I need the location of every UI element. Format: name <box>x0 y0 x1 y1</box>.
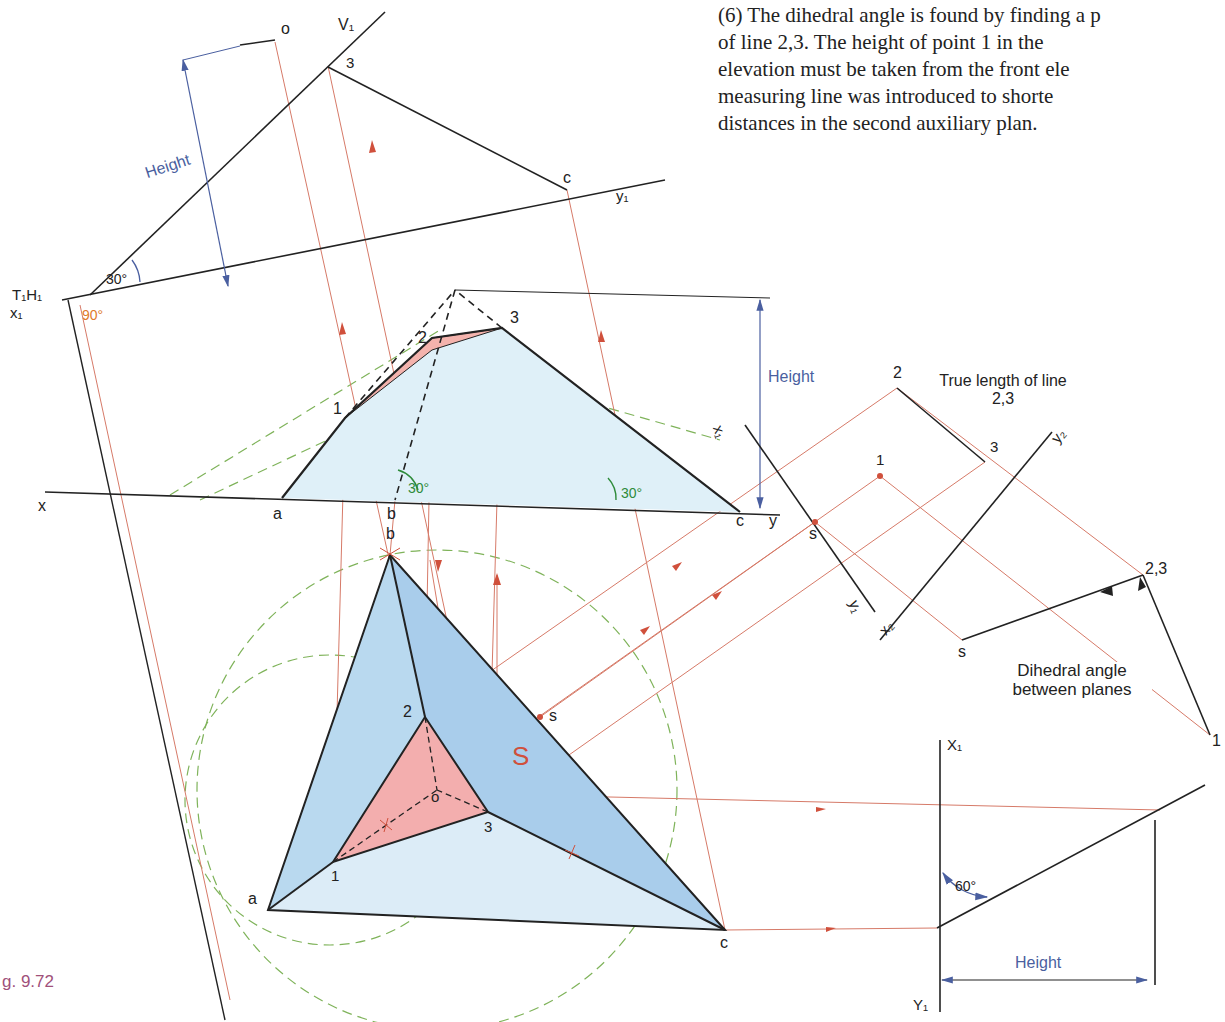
point-label: Dihedral angle between planes <box>992 662 1152 699</box>
point-label: 1 <box>1212 732 1221 750</box>
point-label: 90° <box>82 308 103 323</box>
point-label: 1 <box>331 868 339 885</box>
point-label: T₁H₁ <box>12 287 42 304</box>
point-label: 2,3 <box>1145 560 1167 578</box>
point-label: 30° <box>106 272 127 287</box>
point-label: s <box>809 525 817 543</box>
point-label: a <box>248 890 257 908</box>
point-label: x₁ <box>709 423 729 440</box>
point-label: 2 <box>403 703 412 721</box>
point-label: 3 <box>990 439 998 456</box>
point-label: 30° <box>621 486 642 501</box>
point-label: 30° <box>408 481 429 496</box>
point-label: Y₁ <box>913 997 928 1014</box>
point-label: 2 <box>418 329 427 347</box>
point-label: 1 <box>876 452 884 469</box>
point-label: b <box>387 505 396 523</box>
point-label: X₁ <box>947 737 962 754</box>
point-label: c <box>736 512 744 530</box>
note-text: distances in the second auxiliary plan. <box>718 112 1038 135</box>
point-label: b <box>386 525 395 543</box>
point-label: Height <box>1015 954 1061 972</box>
note-text: elevation must be taken from the front e… <box>718 58 1070 81</box>
point-label: 3 <box>346 55 354 72</box>
note-text: of line 2,3. The height of point 1 in th… <box>718 31 1044 54</box>
point-label: y <box>769 512 777 530</box>
point-label: V₁ <box>338 16 354 34</box>
point-label: c <box>563 169 571 187</box>
point-label: y₂ <box>1048 426 1069 447</box>
point-label: o <box>281 20 290 38</box>
point-label: y₁ <box>845 598 865 615</box>
point-label: 1 <box>333 400 342 418</box>
point-label: g. 9.72 <box>2 973 54 992</box>
point-label: S <box>512 742 529 771</box>
point-label: x₂ <box>876 618 897 639</box>
point-label: x <box>38 497 46 515</box>
note-text: (6) The dihedral angle is found by findi… <box>718 4 1101 27</box>
point-label: y₁ <box>616 188 629 205</box>
point-label: 2 <box>893 364 902 382</box>
point-label: s <box>958 643 966 661</box>
point-label: x₁ <box>10 305 23 322</box>
point-label: Height <box>768 368 814 386</box>
point-label: True length of line 2,3 <box>928 372 1078 407</box>
point-label: a <box>273 505 282 523</box>
point-label: c <box>720 934 728 952</box>
note-text: measuring line was introduced to shorte <box>718 85 1053 108</box>
point-label: Height <box>143 151 192 182</box>
point-label: 3 <box>510 309 519 327</box>
point-label: s <box>549 707 557 725</box>
point-label: o <box>431 789 439 806</box>
point-label: 60° <box>955 879 976 894</box>
point-label: 3 <box>484 819 492 836</box>
